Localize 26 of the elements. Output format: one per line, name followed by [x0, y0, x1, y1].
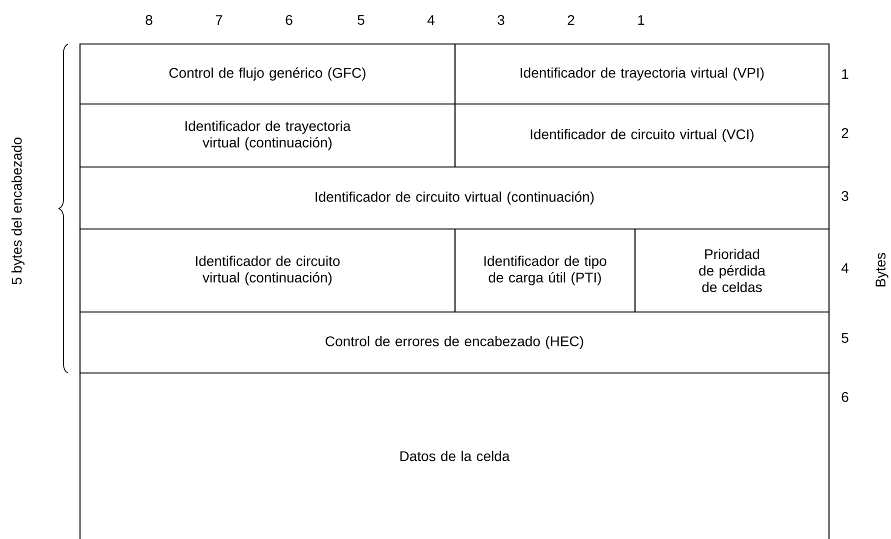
header-field: Identificador de circuito virtual (continuación): [79, 166, 830, 230]
bit-number: 1: [638, 15, 644, 25]
bit-number: 4: [427, 15, 434, 25]
header-field: Control de errores de encabezado (HEC): [79, 311, 830, 374]
header-field: Identificador de circuito virtual (VCI): [454, 103, 830, 168]
header-field: Identificador de circuito virtual (continuación): [79, 228, 456, 313]
axis-label: Bytes: [876, 253, 888, 286]
bit-number: 3: [498, 15, 504, 25]
bit-number: 6: [286, 15, 292, 25]
brace-label: 5 bytes del encabezado: [11, 138, 25, 284]
bit-number: 8: [146, 15, 152, 25]
byte-number: 6: [842, 392, 848, 402]
byte-number: 4: [841, 263, 848, 273]
byte-number: 5: [842, 333, 848, 343]
header-field: Identificador de trayectoria virtual (VPI): [454, 43, 830, 105]
byte-number: 1: [842, 69, 848, 79]
header-field: Identificador de tipo de carga útil (PTI): [454, 228, 636, 313]
bit-number: 7: [216, 15, 222, 25]
data-field: Datos de la celda: [79, 372, 830, 539]
header-field: Control de flujo genérico (GFC): [79, 43, 456, 105]
bit-number: 2: [568, 15, 574, 25]
byte-number: 2: [842, 128, 848, 138]
header-field: Identificador de trayectoria virtual (continuación): [79, 103, 456, 168]
byte-number: 3: [842, 191, 848, 201]
bit-number: 5: [358, 15, 364, 25]
header-field: Prioridad de pérdida de celdas: [634, 228, 830, 313]
